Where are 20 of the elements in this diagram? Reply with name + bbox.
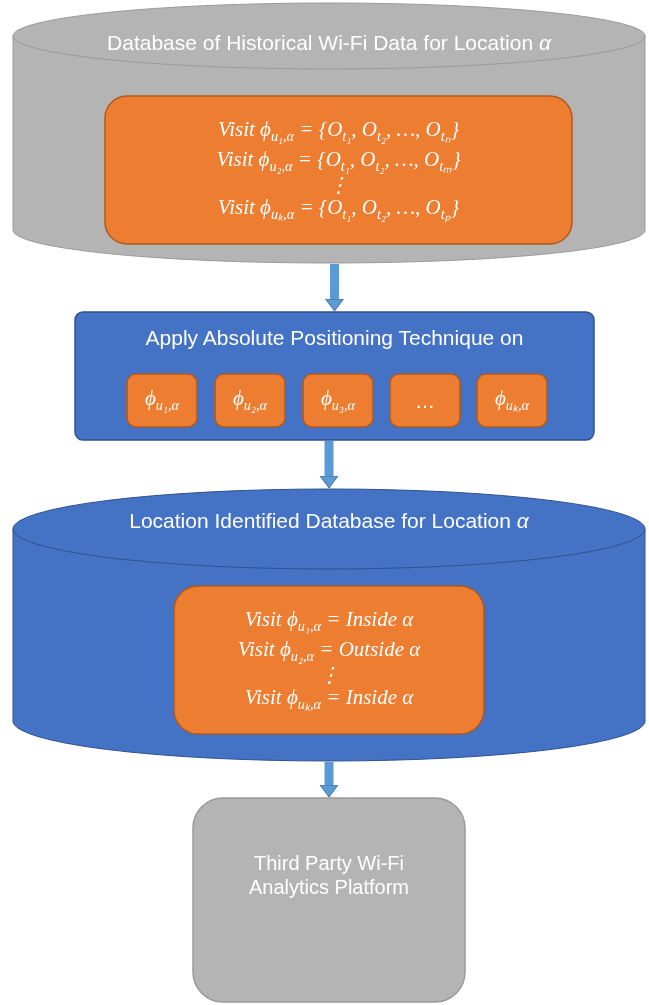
formula: Visit ϕ$_{u₂,α}$ = Outside α: [237, 635, 421, 666]
ellipsis: ⋮: [328, 175, 349, 195]
arrow: [319, 762, 339, 798]
heading: Database of Historical Wi-Fi Data for Location α: [106, 30, 553, 56]
formula: ϕ$_{u₂,α}$: [233, 385, 267, 416]
formula: Visit ϕ$_{u₁,α}$ = Inside α: [244, 605, 414, 636]
ellipsis: ⋮: [318, 665, 340, 685]
formula: Visit ϕ$_{uₖ,α}$ = Inside α: [244, 684, 414, 715]
ellipsis: …: [415, 388, 435, 413]
label: Third Party Wi-Fi Analytics Platform: [247, 851, 411, 900]
formula: Visit ϕ$_{u₂,α}$ = {O$_{t₁}$, O$_{t₂}$, …, O$_{tₘ}$}: [216, 145, 461, 176]
heading: Location Identified Database for Location α: [128, 508, 530, 534]
arrow: [325, 264, 344, 312]
formula: ϕ$_{u₃,α}$: [321, 385, 355, 416]
arrow: [319, 441, 339, 489]
formula: ϕ$_{u₁,α}$: [145, 385, 179, 416]
formula: ϕ$_{uₖ,α}$: [494, 385, 530, 416]
formula: Visit ϕ$_{u₁,α}$ = {O$_{t₁}$, O$_{t₂}$, …, O$_{tₙ}$}: [217, 115, 460, 146]
heading: Apply Absolute Positioning Technique on: [144, 325, 525, 351]
formula: Visit ϕ$_{uₖ,α}$ = {O$_{t₁}$, O$_{t₂}$, …, O$_{tₚ}$}: [217, 194, 460, 225]
